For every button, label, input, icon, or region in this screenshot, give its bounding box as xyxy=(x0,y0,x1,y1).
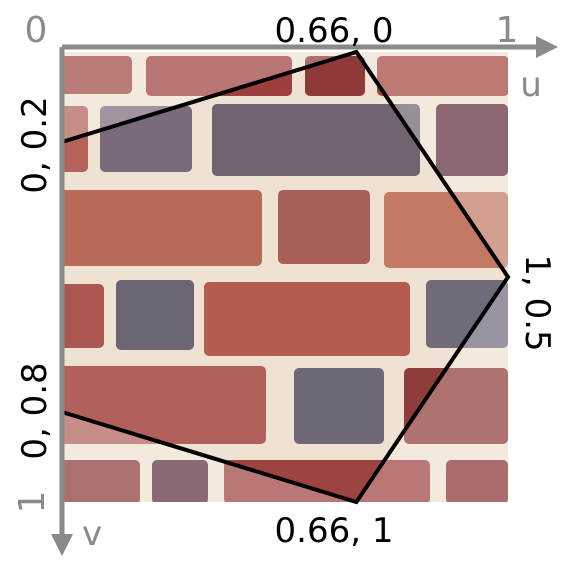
u-axis-arrowhead xyxy=(536,36,558,58)
u-axis-end-label: 1 xyxy=(496,10,519,51)
vertex-label-right: 1, 0.5 xyxy=(517,254,557,351)
v-axis-end-label: 1 xyxy=(12,491,53,514)
axes xyxy=(51,36,558,556)
uv-polygon xyxy=(60,49,511,505)
vertex-label-top: 0.66, 0 xyxy=(275,11,394,51)
v-axis-name: v xyxy=(82,514,102,554)
origin-label: 0 xyxy=(25,10,48,51)
vertex-label-left-lower: 0, 0.8 xyxy=(15,362,55,459)
u-axis-name: u xyxy=(520,65,542,105)
v-axis-arrowhead xyxy=(51,534,73,556)
vertex-label-bottom: 0.66, 1 xyxy=(275,511,394,551)
vertex-label-left-upper: 0, 0.2 xyxy=(15,96,55,193)
brick-texture-image xyxy=(62,52,508,502)
outside-veil xyxy=(62,52,508,502)
